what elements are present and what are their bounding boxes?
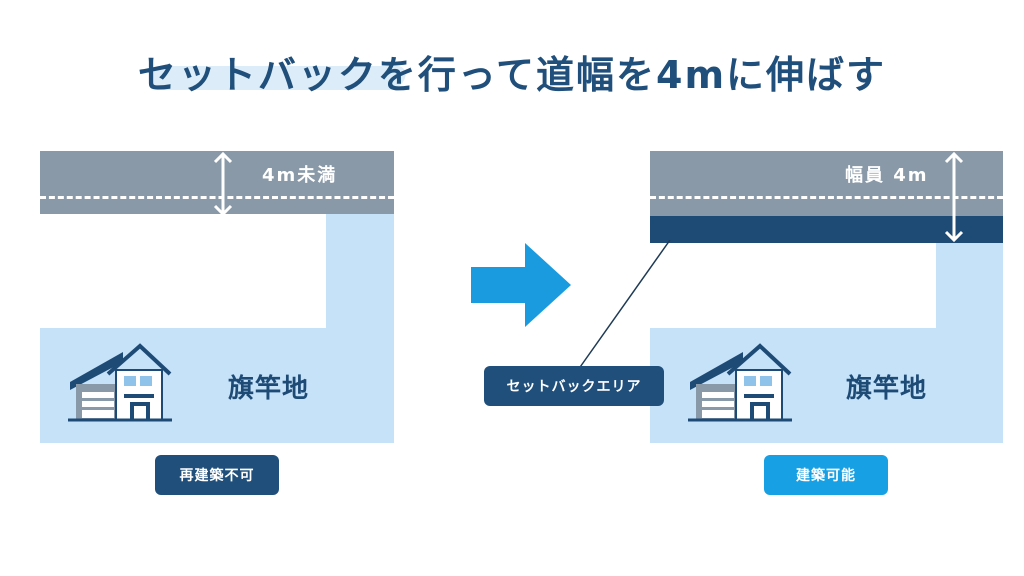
right-arrow-icon bbox=[471, 243, 571, 327]
left-panel: 4m未満 旗竿地 再建築不可 bbox=[40, 151, 394, 495]
left-pole-strip bbox=[326, 214, 394, 328]
double-arrow-icon bbox=[213, 151, 233, 217]
setback-area bbox=[650, 216, 1003, 243]
house-icon bbox=[688, 343, 792, 422]
callout-leader-line bbox=[577, 239, 671, 371]
double-arrow-icon bbox=[944, 151, 964, 243]
left-road-label: 4m未満 bbox=[262, 165, 338, 186]
rebuild-not-allowed-badge: 再建築不可 bbox=[155, 455, 279, 495]
left-lot-label: 旗竿地 bbox=[228, 374, 310, 404]
right-road-centerline bbox=[650, 196, 1003, 199]
right-road bbox=[650, 151, 1003, 216]
right-pole-strip bbox=[936, 243, 1003, 328]
right-road-label: 幅員 4m bbox=[845, 165, 929, 186]
setback-area-callout: セットバックエリア bbox=[484, 366, 664, 406]
house-icon bbox=[68, 343, 172, 422]
right-lot-label: 旗竿地 bbox=[846, 374, 928, 404]
left-road-centerline bbox=[40, 196, 394, 199]
page-title: セットバックを行って道幅を4mに伸ばす bbox=[137, 53, 887, 97]
buildable-badge: 建築可能 bbox=[764, 455, 888, 495]
